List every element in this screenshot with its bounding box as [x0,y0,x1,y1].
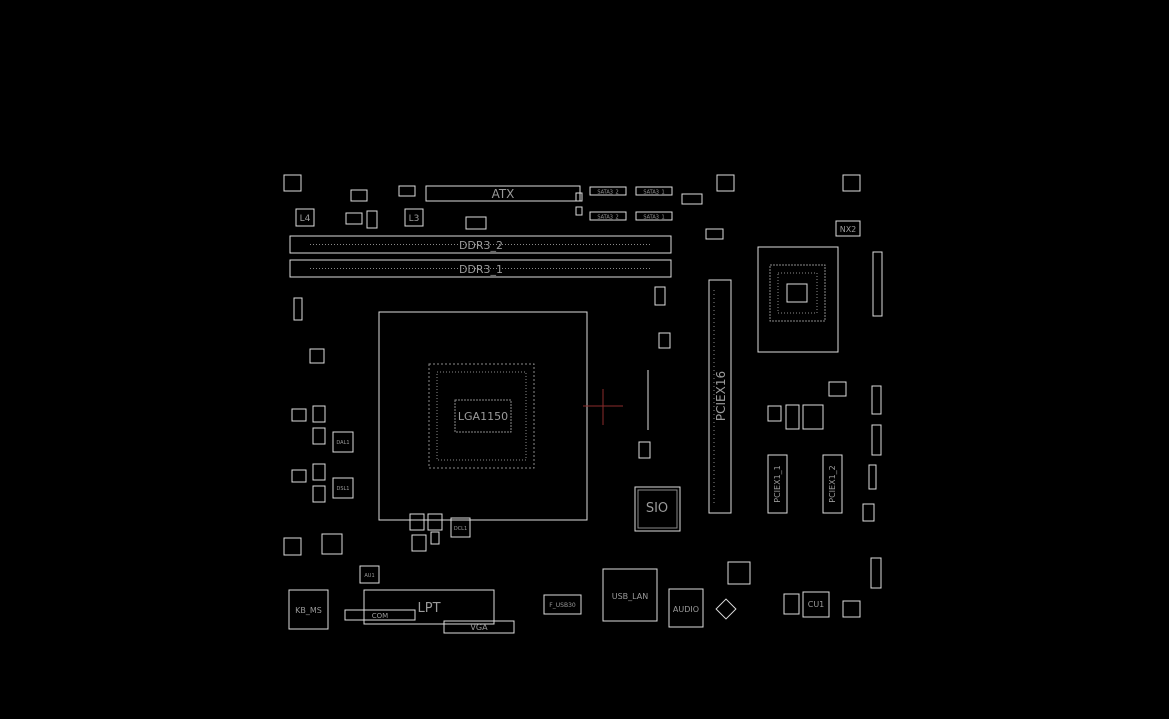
component-cu1[interactable]: CU1 [802,591,830,618]
pciex16-label: PCIEX16 [714,371,728,421]
lpt-label: LPT [417,601,440,616]
cpu-socket-lga1150[interactable]: LGA1150 [378,311,588,521]
com-label: COM [372,612,388,620]
audio-codec-chip [727,561,751,585]
component-dal1[interactable]: DAL1 [332,431,354,453]
pch-chip[interactable] [757,246,839,353]
audio-jack[interactable]: AUDIO [668,588,704,628]
component-dsl1[interactable]: DSL1 [332,477,354,499]
sata3-1-bottom-label: SATA3_1 [643,215,664,221]
lga-label: LGA1150 [458,410,508,423]
bottom-right-chip [783,593,800,615]
sio-chip[interactable]: SIO [634,486,681,532]
right-middle-components [767,381,847,430]
sata3-1-top-label: SATA3_1 [643,190,664,196]
vga-port[interactable]: VGA [443,620,515,634]
lpt-port[interactable]: LPT [363,589,495,625]
pciex1-2-slot[interactable]: PCIEX1_2 [822,454,843,514]
pciex1-2-label: PCIEX1_2 [828,465,837,502]
dsl1-label: DSL1 [337,486,350,492]
ddr3-1-label: DDR3_1 [459,263,503,276]
dcl1-label: DCL1 [454,526,467,532]
l3-label: L3 [409,214,420,224]
kb-ms-port[interactable]: KB_MS [288,589,329,630]
top-small-components [345,185,724,240]
mounting-hole-top-mid [716,174,735,192]
ddr3-2-label: DDR3_2 [459,239,503,252]
sata3-2-bottom-label: SATA3_2 [597,215,618,221]
sio-label: SIO [646,501,668,516]
dal1-label: DAL1 [336,440,349,446]
au1-label: AU1 [364,573,374,579]
sata3-2-top-label: SATA3_2 [597,190,618,196]
audio-label: AUDIO [673,605,699,614]
vga-label: VGA [470,623,488,632]
inductor-l3[interactable]: L3 [404,208,424,227]
component-au1[interactable]: AU1 [359,565,380,584]
middle-components [638,286,671,459]
right-edge-headers [862,251,883,589]
socket-bottom-components [409,513,443,552]
inductor-l4[interactable]: L4 [295,208,315,227]
component-nx2[interactable]: NX2 [835,220,861,237]
mounting-hole-top-left [283,174,302,192]
pciex1-1-slot[interactable]: PCIEX1_1 [767,454,788,514]
cursor-crosshair [583,389,623,425]
l4-label: L4 [300,214,311,224]
component-dcl1[interactable]: DCL1 [450,517,471,538]
atx-connector[interactable]: ATX [425,185,581,202]
diamond-component [715,598,737,620]
pciex1-1-label: PCIEX1_1 [773,465,782,502]
ddr3-slot-2[interactable]: DDR3_2 [289,235,672,254]
nx2-label: NX2 [840,225,857,234]
mounting-hole-top-right [842,174,861,192]
cu1-label: CU1 [808,600,825,609]
ddr3-slot-1[interactable]: DDR3_1 [289,259,672,278]
mounting-hole-bottom-right [842,600,861,618]
atx-label: ATX [492,187,515,201]
left-side-components [283,297,343,556]
f-usb30-label: F_USB30 [549,602,576,609]
com-header[interactable]: COM [344,609,416,621]
sata-headers[interactable]: SATA3_2 SATA3_1 SATA3_2 SATA3_1 [589,186,673,221]
usb-lan-port[interactable]: USB_LAN [602,568,658,622]
usb-lan-label: USB_LAN [612,592,649,601]
pciex16-slot[interactable]: PCIEX16 [708,279,732,514]
f-usb30-header[interactable]: F_USB30 [543,594,582,615]
kb-ms-label: KB_MS [295,606,322,615]
